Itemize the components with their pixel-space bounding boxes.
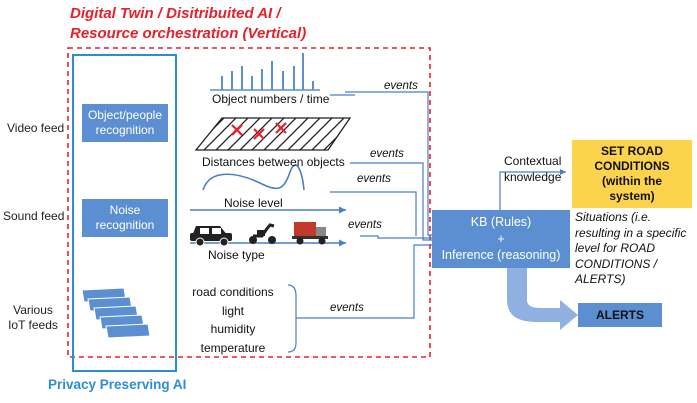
kb-line1: KB (Rules) bbox=[470, 214, 532, 229]
situations-line1: Situations (i.e. bbox=[575, 210, 652, 224]
noise-recognition-line1: Noise bbox=[109, 203, 141, 217]
contextual-line2: knowledge bbox=[504, 170, 562, 184]
noise-level-wave bbox=[202, 164, 305, 191]
title-line-1: Digital Twin / Disitribuited AI / bbox=[70, 5, 281, 22]
title-line-2: Resource orchestration (Vertical) bbox=[70, 25, 307, 42]
video-feed-label: Video feed bbox=[7, 121, 65, 135]
situations-text: Situations (i.e. resulting in a specific… bbox=[575, 210, 695, 288]
noise-recognition-line2: recognition bbox=[95, 218, 155, 232]
object-numbers-graphic bbox=[210, 53, 320, 91]
kb-line2: + bbox=[497, 231, 505, 246]
scooter-icon bbox=[249, 223, 276, 244]
contextual-line1: Contextual bbox=[504, 154, 562, 168]
noise-recognition-box: Noise recognition bbox=[82, 199, 168, 237]
iot-feed-label-1: Various bbox=[13, 303, 53, 317]
kb-line3: Inference (reasoning) bbox=[441, 248, 561, 263]
object-recognition-line1: Object/people bbox=[87, 108, 163, 122]
situations-line5: ALERTS) bbox=[575, 272, 626, 287]
privacy-frame bbox=[72, 54, 177, 372]
events-label-5: events bbox=[330, 302, 364, 314]
iot-item-humidity: humidity bbox=[210, 322, 256, 337]
object-recognition-line2: recognition bbox=[95, 123, 155, 137]
situations-line2: resulting in a specific bbox=[575, 225, 687, 240]
iot-item-temperature: temperature bbox=[200, 340, 266, 355]
distances-graphic bbox=[194, 117, 352, 151]
noise-type-label: Noise type bbox=[208, 248, 265, 262]
object-recognition-box: Object/people recognition bbox=[82, 104, 168, 142]
privacy-preserving-label: Privacy Preserving AI bbox=[48, 377, 187, 392]
set-road-line3: (within the bbox=[602, 174, 662, 188]
set-road-line4: system) bbox=[609, 189, 655, 203]
sound-feed-label: Sound feed bbox=[3, 209, 65, 223]
noise-level-label: Noise level bbox=[224, 196, 283, 210]
set-road-line2: CONDITIONS bbox=[594, 159, 670, 173]
alerts-arrow bbox=[507, 267, 578, 330]
events-label-1: events bbox=[384, 80, 418, 92]
alerts-box: ALERTS bbox=[578, 303, 662, 327]
events-label-4: events bbox=[348, 219, 382, 231]
events-label-3: events bbox=[357, 173, 391, 185]
orchestration-frame bbox=[67, 47, 431, 358]
situations-line4: CONDITIONS / bbox=[575, 256, 658, 271]
truck-icon bbox=[292, 222, 328, 245]
kb-inference-box: KB (Rules) + Inference (reasoning) bbox=[432, 210, 570, 268]
set-road-line1: SET ROAD bbox=[600, 144, 663, 158]
distances-label: Distances between objects bbox=[202, 155, 345, 169]
car-icon bbox=[190, 226, 232, 247]
events-label-2: events bbox=[370, 148, 404, 160]
iot-feed-label-2: IoT feeds bbox=[8, 318, 58, 332]
set-road-conditions-box: SET ROAD CONDITIONS (within the system) bbox=[572, 140, 692, 208]
iot-item-road-conditions: road conditions bbox=[192, 285, 274, 299]
object-numbers-label: Object numbers / time bbox=[212, 92, 330, 106]
iot-stack-graphic bbox=[81, 287, 151, 339]
iot-item-light: light bbox=[221, 303, 244, 318]
iot-values-list: road conditions light humidity temperatu… bbox=[180, 283, 286, 357]
situations-line3: level for ROAD bbox=[575, 241, 656, 256]
